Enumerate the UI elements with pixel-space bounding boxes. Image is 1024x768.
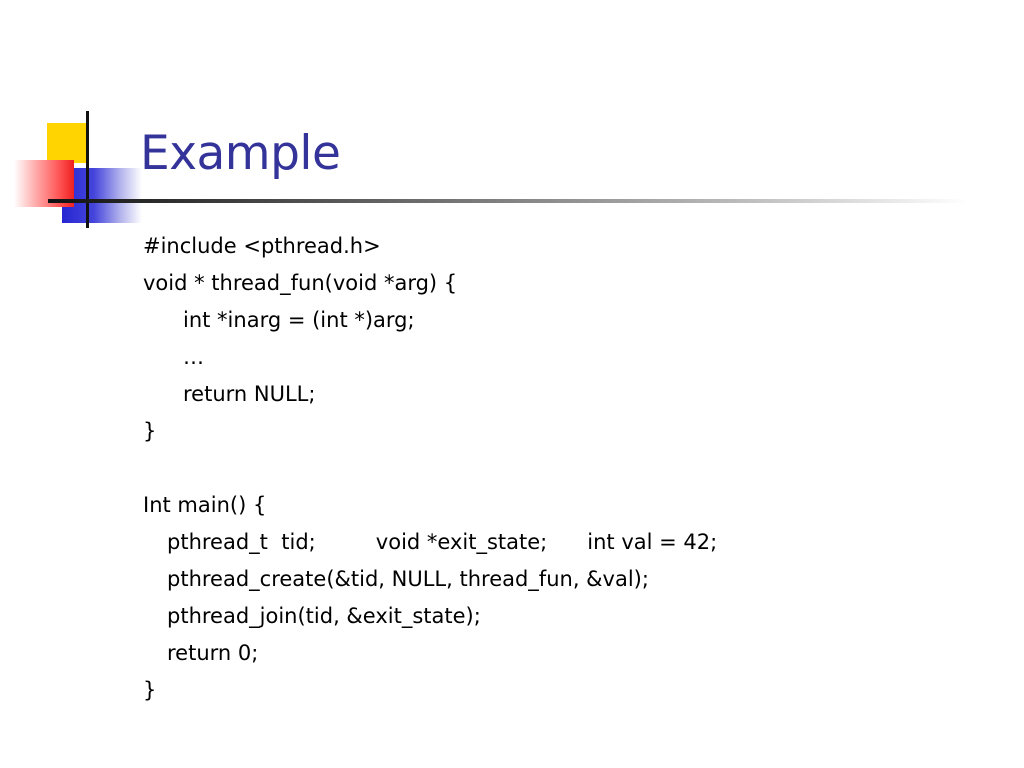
logo-yellow-square [47,123,87,163]
title-underline [48,199,968,203]
logo-vertical-line [86,111,89,228]
code-line-pthread-create: pthread_create(&tid, NULL, thread_fun, &… [167,567,649,591]
code-line-thread-fun-signature: void * thread_fun(void *arg) { [143,271,458,295]
code-line-pthread-join: pthread_join(tid, &exit_state); [167,604,481,628]
code-line-return-zero: return 0; [167,641,259,665]
code-line-return-null: return NULL; [183,382,316,406]
code-line-include: #include <pthread.h> [143,234,381,258]
code-blank-line [143,450,1003,487]
code-line-main-signature: Int main() { [143,493,267,517]
code-line-declarations: pthread_t tid; void *exit_state; int val… [167,530,718,554]
code-line-inarg: int *inarg = (int *)arg; [183,308,415,332]
code-line-main-close: } [143,678,157,702]
code-line-thread-fun-close: } [143,419,157,443]
logo-blue-square [62,168,142,223]
slide-title: Example [140,126,341,181]
code-line-ellipsis: … [183,345,204,369]
code-block: #include <pthread.h> void * thread_fun(v… [143,228,1003,709]
